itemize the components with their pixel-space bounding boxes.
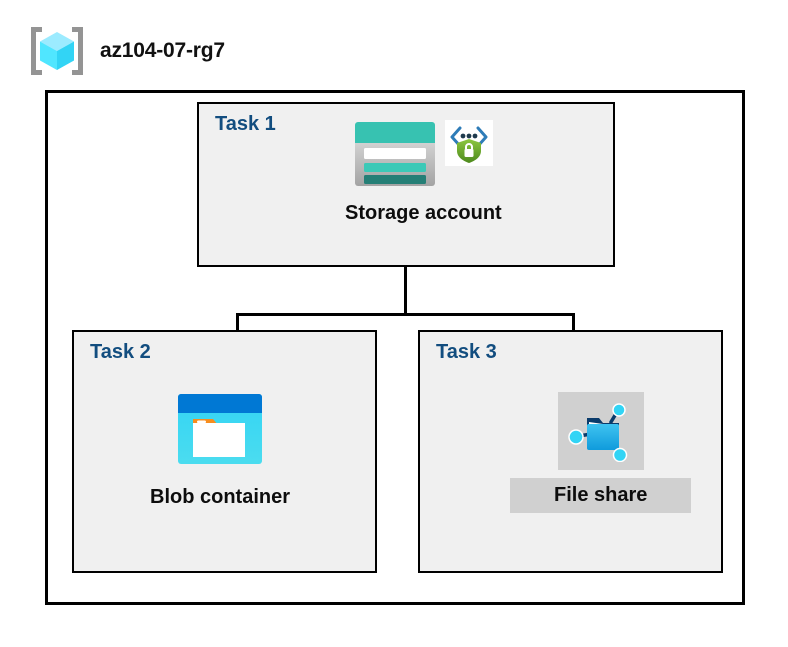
- task-2-box: Task 2: [72, 330, 377, 573]
- secure-transfer-shield-lock-icon: [445, 120, 494, 166]
- connector-branch-bus: [236, 313, 575, 316]
- resource-group-cube-icon: [28, 24, 86, 78]
- task-2-label: Task 2: [90, 341, 151, 363]
- resource-group-name: az104-07-rg7: [100, 39, 225, 62]
- storage-account-icon-row: [353, 120, 494, 188]
- task-1-label: Task 1: [215, 113, 276, 135]
- resource-group-header: az104-07-rg7: [28, 24, 225, 78]
- file-share-icon: [557, 392, 644, 470]
- file-share-caption: File share: [510, 478, 692, 513]
- task-3-label: Task 3: [436, 341, 497, 363]
- blob-container-caption: Blob container: [150, 486, 291, 508]
- node-storage-account[interactable]: Storage account: [345, 120, 502, 225]
- storage-account-icon: [353, 120, 437, 188]
- node-file-share[interactable]: File share: [510, 392, 692, 513]
- blob-container-icon: [176, 392, 264, 466]
- connector-storage-to-bus: [404, 230, 407, 315]
- node-blob-container[interactable]: Blob container: [150, 392, 290, 509]
- storage-account-caption: Storage account: [345, 202, 502, 224]
